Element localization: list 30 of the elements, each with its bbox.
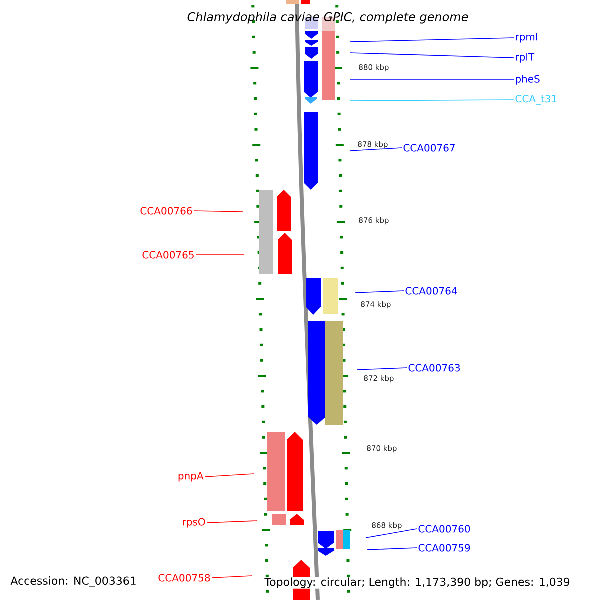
- title: Chlamydophila caviae GPIC, complete genome: [188, 12, 468, 24]
- leader-line: [204, 474, 254, 478]
- gene-label: CCA00767: [404, 144, 455, 152]
- gene-label: rpmI: [516, 33, 538, 43]
- leader-line: [354, 290, 404, 294]
- leader-line: [350, 148, 402, 152]
- leader-line: [366, 528, 418, 538]
- gene-label: CCA00759: [418, 544, 470, 552]
- gene-label: pheS: [516, 75, 540, 85]
- gene-label: CCA00766: [140, 207, 192, 215]
- leader-line: [366, 548, 418, 550]
- leader-line: [194, 210, 244, 212]
- gene-label: rplT: [516, 53, 535, 63]
- leader-line: [196, 254, 244, 256]
- leader-line: [350, 38, 514, 42]
- gene-label: CCA_t31: [516, 95, 557, 105]
- leader-line: [206, 520, 258, 524]
- leader-line: [350, 100, 514, 102]
- gene-label: CCA00758: [158, 574, 210, 582]
- leader-line: [212, 576, 252, 578]
- gene-label: CCA00765: [142, 251, 194, 259]
- leader-line: [350, 52, 514, 58]
- gene-label: CCA00760: [418, 525, 470, 533]
- leader-line: [356, 368, 408, 370]
- gene-label: pnpA: [178, 472, 204, 482]
- gene-label: CCA00764: [406, 287, 458, 295]
- gene-label: rpsO: [183, 518, 206, 528]
- info-text: Topology: circular; Length: 1,173,390 bp; Genes: 1,039: [264, 577, 571, 589]
- info-text: Accession: NC_003361: [10, 576, 138, 588]
- gene-label: CCA00763: [408, 364, 460, 372]
